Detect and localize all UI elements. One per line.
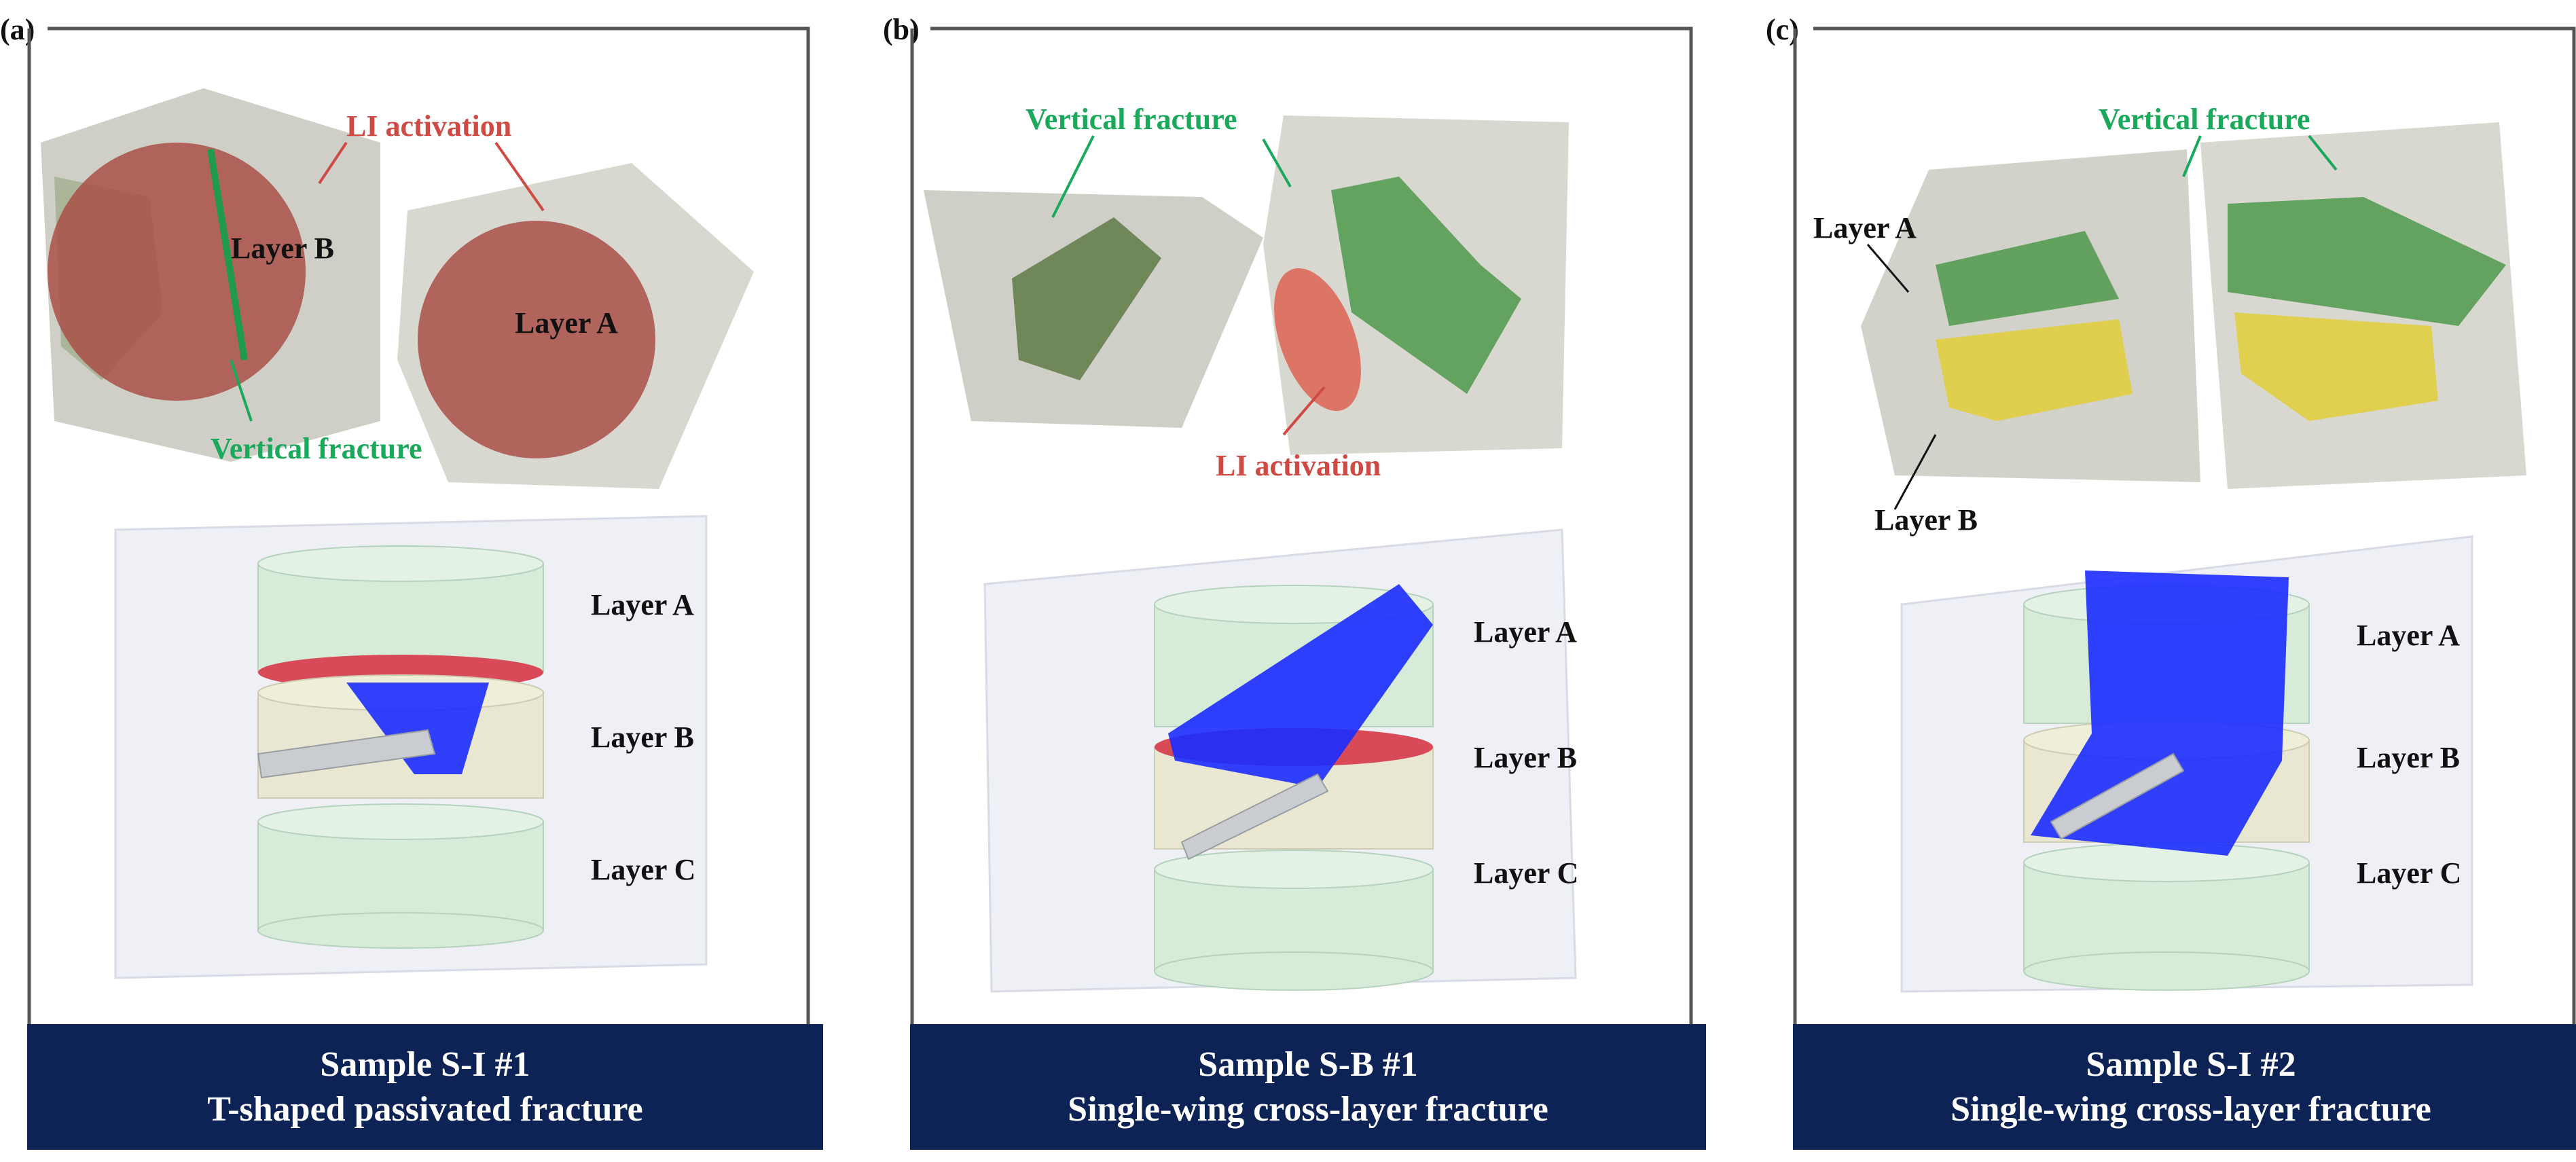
layer-model-3d bbox=[114, 515, 708, 979]
caption-box: Sample S-B #1 Single-wing cross-layer fr… bbox=[910, 1024, 1706, 1150]
panel-frame bbox=[1793, 26, 2576, 1025]
layer-b-region bbox=[2234, 312, 2438, 421]
fracture-type: T-shaped passivated fracture bbox=[207, 1089, 643, 1129]
model-layer-c-label: Layer C bbox=[1474, 856, 1578, 890]
layer-b-label: Layer B bbox=[231, 232, 334, 265]
vertical-fracture-line bbox=[207, 149, 248, 361]
li-activation-region bbox=[1274, 268, 1361, 412]
fracture-plane bbox=[1168, 584, 1433, 788]
fracture-plane bbox=[346, 683, 489, 774]
illustration: Vertical fracture LI activation Layer A … bbox=[924, 103, 1578, 993]
caption-box: Sample S-I #1 T-shaped passivated fractu… bbox=[27, 1024, 823, 1150]
wellbore bbox=[2050, 752, 2185, 840]
layer-a-label: Layer A bbox=[1813, 211, 1917, 244]
photo-annotations: Vertical fracture LI activation bbox=[1026, 103, 1381, 482]
model-layer-a-label: Layer A bbox=[1474, 615, 1577, 649]
panel-frame bbox=[910, 26, 1693, 1025]
wellbore bbox=[1180, 773, 1329, 860]
model-layer-c-label: Layer C bbox=[2357, 856, 2461, 890]
vertical-fracture-label: Vertical fracture bbox=[2099, 103, 2310, 136]
sample-id: Sample S-I #2 bbox=[2086, 1045, 2296, 1084]
vertical-fracture-label: Vertical fracture bbox=[211, 432, 422, 465]
caption-box: Sample S-I #2 Single-wing cross-layer fr… bbox=[1793, 1024, 2576, 1150]
model-layer-b-label: Layer B bbox=[2357, 741, 2460, 774]
vertical-fracture-region bbox=[2228, 197, 2506, 326]
model-layer-a-label: Layer A bbox=[2357, 619, 2460, 652]
model-layer-a-label: Layer A bbox=[591, 588, 694, 621]
layer-a-label: Layer A bbox=[515, 306, 618, 340]
panel-frame bbox=[27, 26, 810, 1025]
panel-b: (b) Vertical fracture LI activation bbox=[883, 0, 1706, 1162]
rock-sample-photo bbox=[1861, 122, 2526, 489]
vertical-fracture-label: Vertical fracture bbox=[1026, 103, 1237, 136]
sample-id: Sample S-B #1 bbox=[1198, 1045, 1418, 1084]
vertical-fracture-region bbox=[1012, 217, 1161, 380]
photo-annotations: Vertical fracture Layer A Layer B bbox=[1813, 103, 2338, 537]
li-activation-label: LI activation bbox=[346, 109, 511, 143]
li-activation-label: LI activation bbox=[1216, 449, 1381, 482]
model-layer-c-label: Layer C bbox=[591, 853, 695, 886]
rock-sample-photo bbox=[924, 115, 1569, 455]
vertical-fracture-region bbox=[1331, 177, 1521, 394]
layer-b-region bbox=[1936, 319, 2133, 421]
sample-id: Sample S-I #1 bbox=[320, 1045, 530, 1084]
panel-c: (c) Vertical fracture Layer A Layer B bbox=[1766, 0, 2576, 1162]
panel-a: (a) LI activation Layer B Layer A Vertic… bbox=[0, 0, 823, 1162]
li-activation-region bbox=[48, 143, 306, 401]
model-layer-b-label: Layer B bbox=[1474, 741, 1577, 774]
fracture-type: Single-wing cross-layer fracture bbox=[1951, 1089, 2431, 1129]
illustration: Vertical fracture Layer A Layer B Layer … bbox=[1813, 103, 2526, 993]
layer-model-3d bbox=[1900, 535, 2473, 993]
wellbore bbox=[257, 729, 436, 779]
vertical-fracture-region bbox=[1936, 231, 2119, 326]
layer-b-label: Layer B bbox=[1874, 503, 1978, 537]
layer-model-3d bbox=[983, 528, 1577, 993]
model-layer-b-label: Layer B bbox=[591, 721, 694, 754]
li-activation-region bbox=[418, 221, 655, 458]
fracture-plane bbox=[2031, 570, 2289, 856]
fracture-type: Single-wing cross-layer fracture bbox=[1068, 1089, 1548, 1129]
photo-annotations: LI activation Layer B Layer A Vertical f… bbox=[211, 109, 618, 465]
illustration: LI activation Layer B Layer A Vertical f… bbox=[41, 88, 754, 979]
rock-sample-photo bbox=[41, 88, 754, 489]
